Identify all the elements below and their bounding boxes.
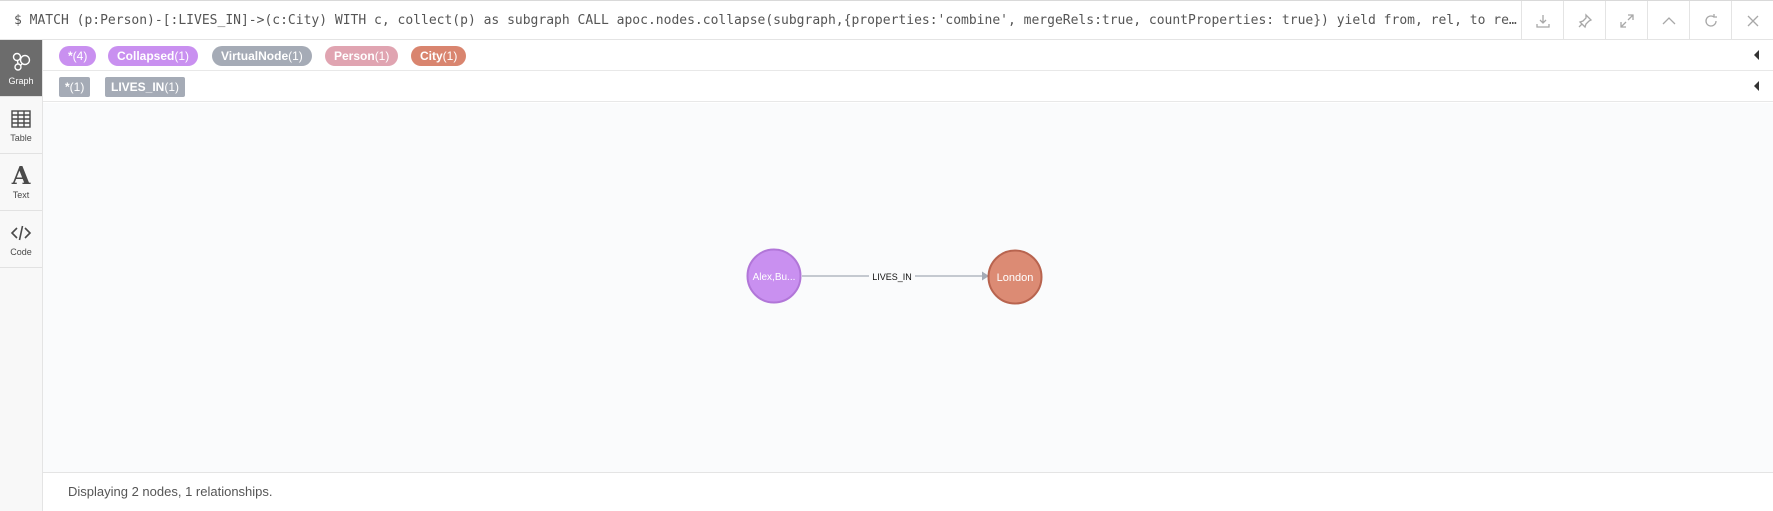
- sidebar-label-graph: Graph: [8, 75, 34, 86]
- fullscreen-button[interactable]: [1605, 1, 1647, 40]
- chevron-up-icon: [1662, 16, 1675, 24]
- relationship-label[interactable]: LIVES_IN: [872, 272, 912, 282]
- table-icon: [11, 109, 31, 128]
- graph-icon: [12, 52, 31, 71]
- sidebar-item-code[interactable]: Code: [0, 211, 42, 268]
- sidebar-item-graph[interactable]: Graph: [0, 40, 42, 97]
- graph-node-collapsed[interactable]: Alex,Bu...: [746, 248, 802, 304]
- node-labels-row: *(4) Collapsed(1) VirtualNode(1) Person(…: [43, 40, 1773, 71]
- rel-type-tag-all[interactable]: *(1): [59, 77, 91, 97]
- frame-actions: [1521, 1, 1773, 40]
- download-button[interactable]: [1521, 1, 1563, 40]
- sidebar-label-table: Table: [10, 132, 32, 143]
- relationship-types-row: *(1) LIVES_IN(1): [43, 71, 1773, 102]
- pin-button[interactable]: [1563, 1, 1605, 40]
- collapse-legend-icon[interactable]: [1754, 50, 1759, 60]
- refresh-icon: [1704, 13, 1717, 27]
- graph-canvas[interactable]: LIVES_IN Alex,Bu... London: [43, 103, 1773, 472]
- query-bar: $ MATCH (p:Person)-[:LIVES_IN]->(c:City)…: [0, 0, 1773, 40]
- node-label-pill-person[interactable]: Person(1): [325, 46, 399, 66]
- node-label-pill-collapsed[interactable]: Collapsed(1): [108, 46, 199, 66]
- status-text: Displaying 2 nodes, 1 relationships.: [68, 484, 273, 499]
- expand-icon: [1619, 13, 1634, 28]
- relationship-label-bg: [869, 268, 915, 284]
- node-label-pill-all[interactable]: *(4): [59, 46, 97, 66]
- node-circle-collapsed[interactable]: [746, 248, 802, 304]
- node-circle-city[interactable]: [987, 249, 1043, 305]
- code-icon: [10, 225, 32, 240]
- sidebar-item-text[interactable]: A Text: [0, 154, 42, 211]
- rel-type-tag-lives-in[interactable]: LIVES_IN(1): [105, 77, 186, 97]
- collapse-frame-button[interactable]: [1647, 1, 1689, 40]
- text-icon: A: [11, 160, 31, 190]
- node-caption-collapsed: Alex,Bu...: [753, 272, 796, 283]
- sidebar-label-code: Code: [10, 246, 32, 257]
- status-bar: Displaying 2 nodes, 1 relationships.: [43, 472, 1773, 511]
- sidebar-item-table[interactable]: Table: [0, 97, 42, 154]
- download-icon: [1535, 14, 1550, 28]
- node-label-pill-virtualnode[interactable]: VirtualNode(1): [212, 46, 312, 66]
- close-button[interactable]: [1731, 1, 1773, 40]
- node-label-pill-city[interactable]: City(1): [411, 46, 467, 66]
- collapse-rel-legend-icon[interactable]: [1754, 81, 1759, 91]
- node-caption-city: London: [997, 272, 1034, 284]
- relationship-arrowhead: [982, 271, 989, 281]
- close-icon: [1747, 15, 1758, 26]
- view-sidebar: Graph Table A Text Code: [0, 40, 43, 511]
- graph-node-city[interactable]: London: [987, 249, 1043, 305]
- sidebar-label-text: Text: [12, 189, 30, 200]
- graph-svg: LIVES_IN Alex,Bu... London: [746, 248, 1043, 305]
- pin-icon: [1578, 12, 1592, 28]
- rerun-button[interactable]: [1689, 1, 1731, 40]
- query-editor[interactable]: $ MATCH (p:Person)-[:LIVES_IN]->(c:City)…: [14, 13, 1519, 28]
